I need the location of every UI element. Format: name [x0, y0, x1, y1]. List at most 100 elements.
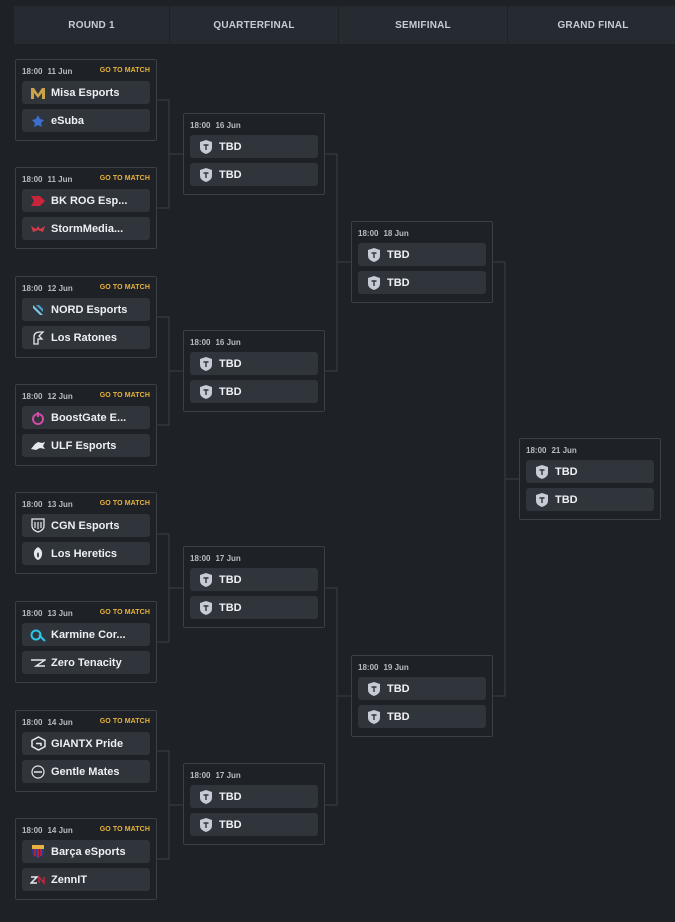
- team-slot[interactable]: GIANTX Pride: [22, 732, 150, 755]
- team-slot[interactable]: ZennIT: [22, 868, 150, 891]
- team-slot[interactable]: StormMedia...: [22, 217, 150, 240]
- tbd-shield-icon: [366, 681, 382, 697]
- team-name: TBD: [387, 248, 410, 261]
- match-date: 17 Jun: [215, 771, 241, 780]
- go-to-match-link[interactable]: GO TO MATCH: [99, 500, 150, 507]
- team-name: Los Heretics: [51, 547, 118, 560]
- team-slot[interactable]: TBD: [190, 596, 318, 619]
- match-card-sf-2[interactable]: 18:00 19 Jun TBD TBD: [351, 655, 493, 737]
- team-slot[interactable]: TBD: [526, 460, 654, 483]
- team-name: TBD: [219, 790, 242, 803]
- team-slot[interactable]: TBD: [358, 705, 486, 728]
- team-slot[interactable]: TBD: [190, 568, 318, 591]
- team-name: TBD: [387, 710, 410, 723]
- match-time: 18:00: [22, 284, 43, 293]
- tbd-shield-icon: [198, 356, 214, 372]
- team-slot[interactable]: TBD: [190, 785, 318, 808]
- team-slot[interactable]: TBD: [190, 135, 318, 158]
- match-time: 18:00: [22, 67, 43, 76]
- team-name: TBD: [219, 385, 242, 398]
- bracket-header: ROUND 1 QUARTERFINAL SEMIFINAL GRAND FIN…: [14, 6, 675, 44]
- go-to-match-link[interactable]: GO TO MATCH: [99, 826, 150, 833]
- match-date: 12 Jun: [47, 392, 73, 401]
- bk-rog-logo-icon: [30, 193, 46, 209]
- match-date: 14 Jun: [47, 826, 73, 835]
- go-to-match-link[interactable]: GO TO MATCH: [99, 175, 150, 182]
- round-header-semifinal: SEMIFINAL: [339, 6, 508, 44]
- match-time: 18:00: [22, 609, 43, 618]
- match-time: 18:00: [190, 771, 211, 780]
- team-name: Los Ratones: [51, 331, 118, 344]
- tbd-shield-icon: [534, 464, 550, 480]
- match-time: 18:00: [22, 826, 43, 835]
- go-to-match-link[interactable]: GO TO MATCH: [99, 718, 150, 725]
- team-slot[interactable]: Zero Tenacity: [22, 651, 150, 674]
- team-slot[interactable]: Misa Esports: [22, 81, 150, 104]
- go-to-match-link[interactable]: GO TO MATCH: [99, 284, 150, 291]
- team-slot[interactable]: CGN Esports: [22, 514, 150, 537]
- team-name: eSuba: [51, 114, 85, 127]
- team-name: Barça eSports: [51, 845, 126, 858]
- match-card-qf-4[interactable]: 18:00 17 Jun TBD TBD: [183, 763, 325, 845]
- team-name: Misa Esports: [51, 86, 120, 99]
- team-slot[interactable]: TBD: [526, 488, 654, 511]
- team-slot[interactable]: NORD Esports: [22, 298, 150, 321]
- team-slot[interactable]: Gentle Mates: [22, 760, 150, 783]
- round-header-grand-final: GRAND FINAL: [508, 6, 675, 44]
- match-card-r1-2[interactable]: 18:00 11 Jun GO TO MATCH BK ROG Esp... St…: [15, 167, 157, 249]
- go-to-match-link[interactable]: GO TO MATCH: [99, 67, 150, 74]
- team-slot[interactable]: TBD: [190, 380, 318, 403]
- go-to-match-link[interactable]: GO TO MATCH: [99, 609, 150, 616]
- zennit-logo-icon: [30, 872, 46, 888]
- go-to-match-link[interactable]: GO TO MATCH: [99, 392, 150, 399]
- tbd-shield-icon: [198, 789, 214, 805]
- team-slot[interactable]: TBD: [190, 163, 318, 186]
- connector-qf-sf2: [325, 587, 351, 806]
- team-slot[interactable]: BK ROG Esp...: [22, 189, 150, 212]
- team-slot[interactable]: TBD: [358, 243, 486, 266]
- los-heretics-logo-icon: [30, 546, 46, 562]
- match-time: 18:00: [358, 663, 379, 672]
- team-slot[interactable]: Karmine Cor...: [22, 623, 150, 646]
- tbd-shield-icon: [534, 492, 550, 508]
- match-card-r1-8[interactable]: 18:00 14 Jun GO TO MATCH Barça eSports Ze…: [15, 818, 157, 900]
- team-slot[interactable]: Barça eSports: [22, 840, 150, 863]
- team-name: TBD: [219, 357, 242, 370]
- team-name: TBD: [219, 573, 242, 586]
- connector-r1-qf2: [157, 316, 183, 426]
- match-date: 16 Jun: [215, 121, 241, 130]
- team-slot[interactable]: ULF Esports: [22, 434, 150, 457]
- match-date: 11 Jun: [47, 67, 73, 76]
- tbd-shield-icon: [198, 139, 214, 155]
- team-slot[interactable]: TBD: [358, 677, 486, 700]
- team-slot[interactable]: BoostGate E...: [22, 406, 150, 429]
- match-card-r1-1[interactable]: 18:00 11 Jun GO TO MATCH Misa Esports eSu…: [15, 59, 157, 141]
- team-slot[interactable]: TBD: [190, 352, 318, 375]
- los-ratones-logo-icon: [30, 330, 46, 346]
- team-name: TBD: [387, 276, 410, 289]
- tbd-shield-icon: [366, 709, 382, 725]
- match-time: 18:00: [22, 175, 43, 184]
- team-slot[interactable]: TBD: [190, 813, 318, 836]
- team-name: ZennIT: [51, 873, 88, 886]
- match-time: 18:00: [22, 500, 43, 509]
- team-slot[interactable]: eSuba: [22, 109, 150, 132]
- match-time: 18:00: [358, 229, 379, 238]
- team-slot[interactable]: Los Heretics: [22, 542, 150, 565]
- match-date: 19 Jun: [383, 663, 409, 672]
- team-slot[interactable]: Los Ratones: [22, 326, 150, 349]
- misa-logo-icon: [30, 85, 46, 101]
- match-date: 11 Jun: [47, 175, 73, 184]
- team-slot[interactable]: TBD: [358, 271, 486, 294]
